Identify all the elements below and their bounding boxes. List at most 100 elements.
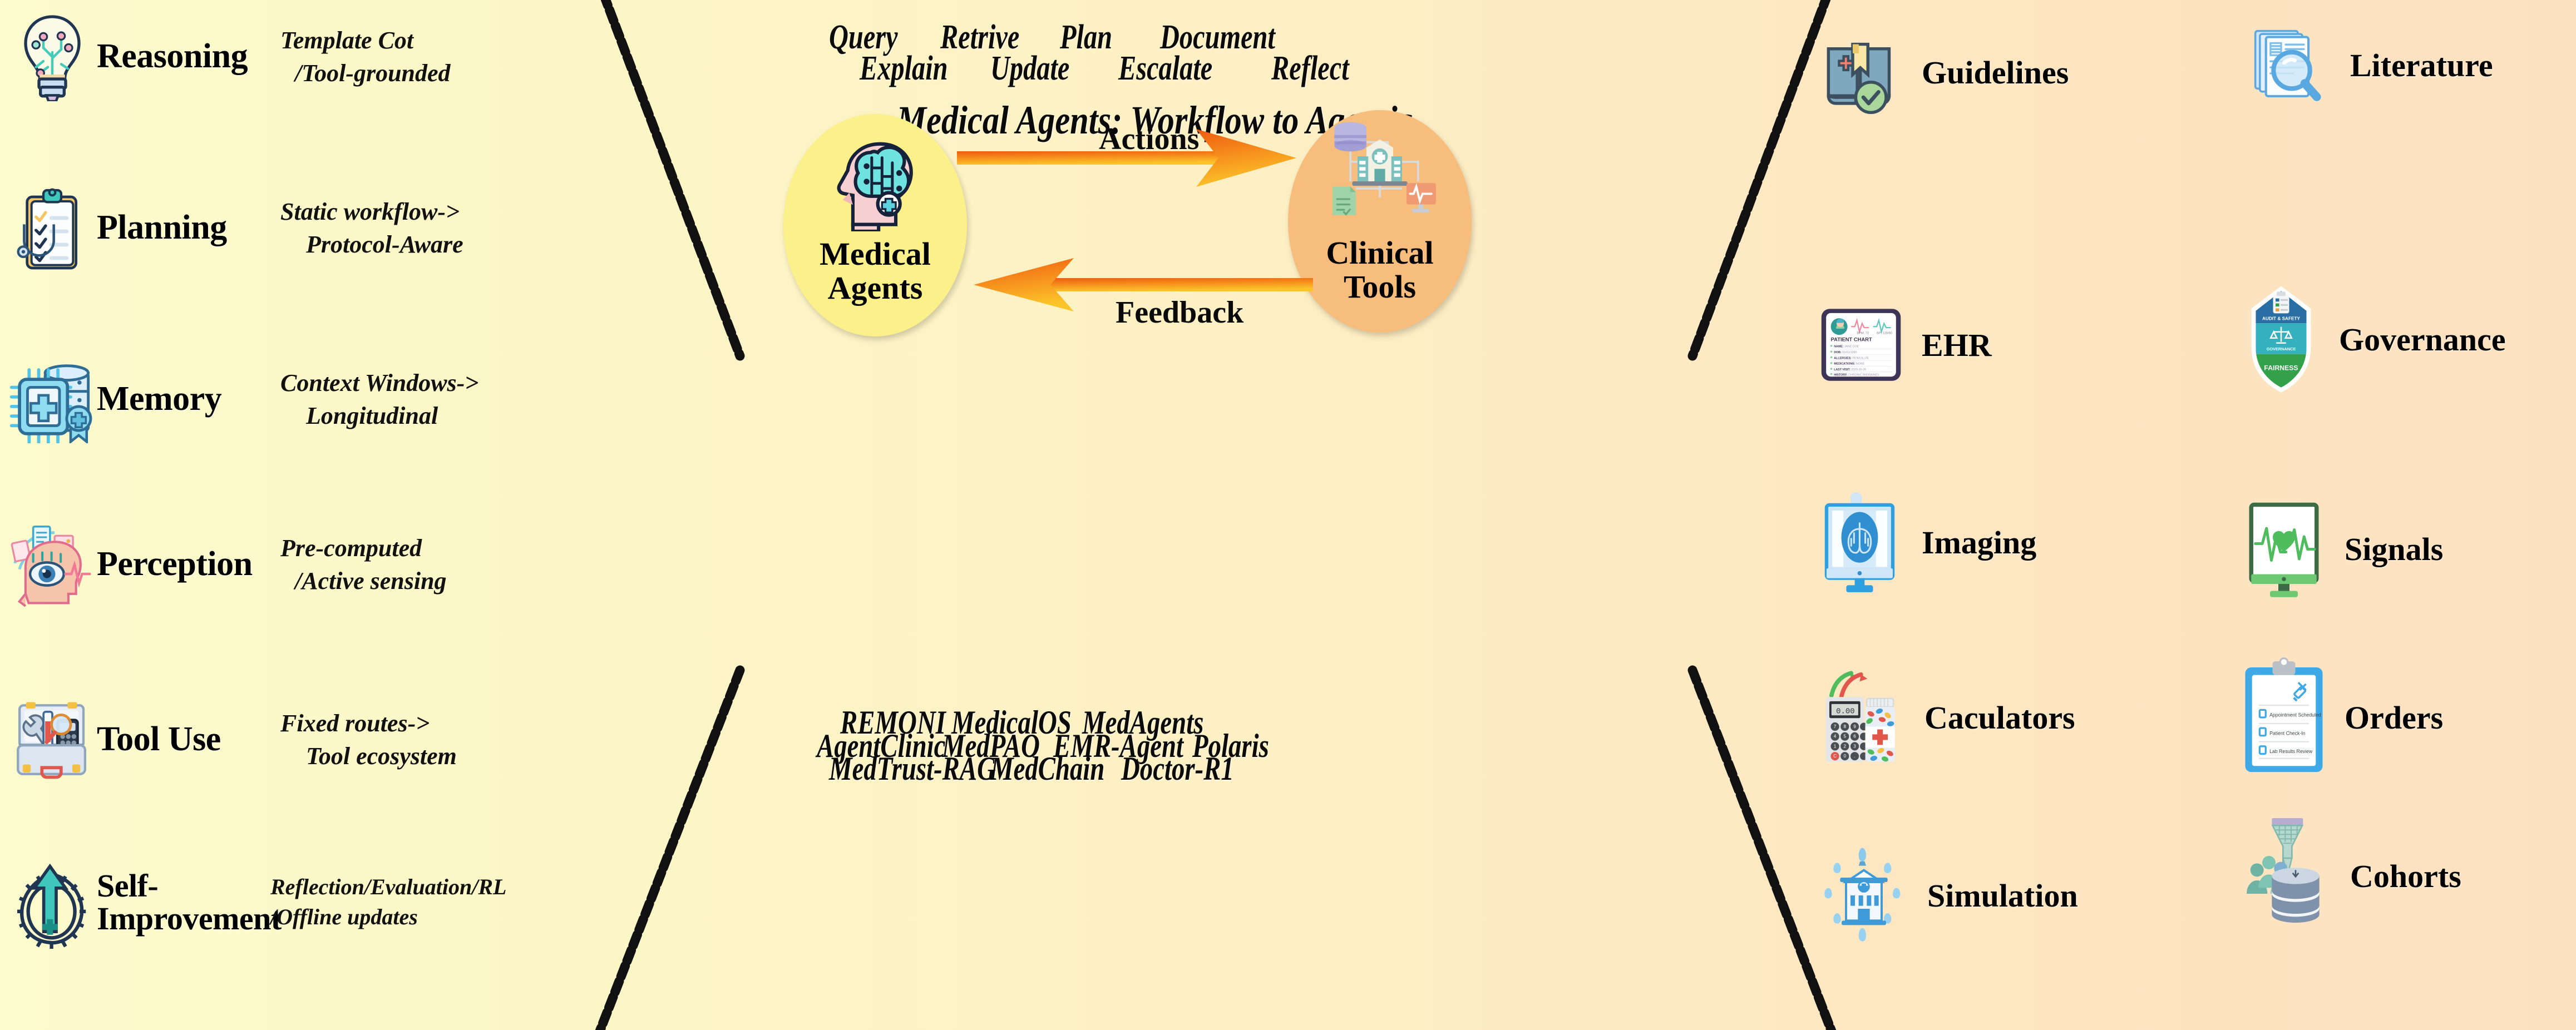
verbs-row-2: Explain Update Escalate Reflect — [860, 49, 1394, 88]
book-medical-check-icon — [1819, 31, 1903, 114]
svg-text:NAME: JANE DOE: NAME: JANE DOE — [1834, 345, 1859, 349]
svg-text:BP: 120/80: BP: 120/80 — [1877, 331, 1892, 335]
capability-name: Self- Improvement — [97, 867, 282, 937]
capability-name: Tool Use — [97, 720, 221, 759]
svg-text:8: 8 — [1844, 724, 1847, 729]
monitor-lungs-xray-icon — [1819, 489, 1903, 595]
clinical-tools-node[interactable]: Clinical Tools — [1288, 110, 1472, 333]
svg-text:2: 2 — [1844, 744, 1847, 749]
svg-text:9: 9 — [1853, 724, 1856, 729]
tool-label: Signals — [2345, 531, 2444, 567]
svg-text:5: 5 — [1844, 734, 1847, 739]
system-polaris[interactable]: Polaris — [1192, 727, 1269, 764]
svg-text:0.00: 0.00 — [1836, 707, 1854, 716]
document-magnifier-icon — [2248, 23, 2331, 107]
capability-desc: Reflection/Evaluation/RL /Offline update… — [270, 874, 507, 929]
verb-plan[interactable]: Plan — [1060, 18, 1113, 56]
tool-cell-ehr[interactable]: BPM: 72 BP: 120/80 PATIENT CHART NAME: J… — [1819, 303, 1992, 387]
svg-text:ALLERGIES: PENICILLIN: ALLERGIES: PENICILLIN — [1834, 356, 1868, 360]
svg-text:DOB: 01/01/1990: DOB: 01/01/1990 — [1834, 351, 1857, 354]
capability-row-reasoning[interactable]: Reasoning Template Cot /Tool-grounded — [8, 12, 520, 101]
svg-text:FAIRNESS: FAIRNESS — [2264, 364, 2298, 372]
verb-escalate[interactable]: Escalate — [1118, 49, 1213, 87]
node-label: Clinical Tools — [1326, 235, 1434, 305]
tool-cell-governance[interactable]: AUDIT & SAFETY GOVERNANCE FAIRNESS Gover… — [2242, 284, 2506, 395]
hospital-network-icon — [1321, 119, 1438, 230]
svg-text:PATIENT CHART: PATIENT CHART — [1831, 336, 1872, 342]
gear-up-arrow-icon — [8, 858, 97, 949]
center-column: Query Retrive Plan Document Explain Upda… — [657, 0, 1652, 1030]
svg-text:1: 1 — [1834, 744, 1837, 749]
people-database-funnel-icon — [2242, 815, 2331, 937]
capability-desc: Fixed routes-> Tool ecosystem — [280, 709, 457, 770]
lightbulb-circuit-icon — [8, 12, 97, 101]
patient-chart-card-icon: BPM: 72 BP: 120/80 PATIENT CHART NAME: J… — [1819, 303, 1903, 387]
capability-desc: Static workflow-> Protocol-Aware — [280, 197, 463, 258]
system-doctor-r1[interactable]: Doctor-R1 — [1121, 750, 1234, 787]
svg-text:LAST VISIT: 2023-10-26: LAST VISIT: 2023-10-26 — [1834, 368, 1866, 372]
tool-label: Literature — [2350, 47, 2493, 83]
verbs-row-1: Query Retrive Plan Document — [829, 18, 1327, 57]
capability-name: Perception — [97, 545, 253, 583]
verb-explain[interactable]: Explain — [860, 49, 948, 87]
medical-toolbox-icon — [8, 695, 97, 784]
capability-desc: Context Windows-> Longitudinal — [280, 369, 479, 429]
tool-cell-guidelines[interactable]: Guidelines — [1819, 31, 2069, 114]
node-label: Medical Agents — [820, 236, 931, 306]
system-medagents[interactable]: MedAgents — [1082, 704, 1204, 741]
verb-reflect[interactable]: Reflect — [1271, 49, 1349, 87]
database-chip-medal-icon — [8, 355, 97, 444]
svg-text:Patient Check-In: Patient Check-In — [2269, 730, 2306, 736]
medical-agents-node[interactable]: Medical Agents — [783, 114, 967, 336]
svg-text:C: C — [1833, 754, 1837, 759]
hospital-simulation-icon — [1819, 843, 1908, 948]
tool-cell-signals[interactable]: Signals — [2242, 501, 2443, 598]
svg-text:BPM: 72: BPM: 72 — [1857, 331, 1869, 335]
system-medpao[interactable]: MedPAO — [942, 727, 1040, 764]
verb-retrive[interactable]: Retrive — [940, 18, 1020, 56]
systems-row-1: REMONI MedicalOS MedAgents — [840, 704, 1227, 742]
svg-text:Lab Results Review: Lab Results Review — [2269, 749, 2313, 754]
tool-label: Governance — [2339, 321, 2506, 358]
verb-update[interactable]: Update — [990, 49, 1070, 87]
tool-label: Simulation — [1927, 877, 2078, 914]
capability-row-self-improvement[interactable]: Self- Improvement Reflection/Evaluation/… — [8, 858, 526, 949]
system-medtrust-rag[interactable]: MedTrust-RAG — [829, 750, 996, 787]
capability-desc: Pre-computed /Active sensing — [280, 534, 447, 595]
governance-shield-icon: AUDIT & SAFETY GOVERNANCE FAIRNESS — [2242, 284, 2320, 395]
tool-label: Caculators — [1924, 699, 2075, 736]
feedback-label: Feedback — [1116, 295, 1244, 330]
tool-label: EHR — [1922, 326, 1992, 363]
system-medicalos[interactable]: MedicalOS — [951, 704, 1072, 741]
system-medchain[interactable]: MedChain — [990, 750, 1105, 787]
capabilities-column: Reasoning Template Cot /Tool-grounded — [0, 0, 657, 1030]
svg-text:3: 3 — [1853, 744, 1856, 749]
systems-row-3: MedTrust-RAG MedChain Doctor-R1 — [829, 750, 1260, 788]
tool-cell-simulation[interactable]: Simulation — [1819, 843, 2078, 948]
flow-arrows — [957, 129, 1313, 311]
capability-row-planning[interactable]: Planning Static workflow-> Protocol-Awar… — [8, 184, 520, 273]
tool-label: Guidelines — [1922, 54, 2069, 91]
verb-query[interactable]: Query — [829, 18, 898, 56]
svg-text:6: 6 — [1853, 734, 1856, 739]
capability-name: Planning — [97, 209, 227, 247]
tool-cell-orders[interactable]: Appointment Scheduled Patient Check-In L… — [2242, 656, 2443, 779]
clipboard-checklist-stethoscope-icon — [8, 184, 97, 273]
svg-text:.: . — [1854, 754, 1855, 759]
capability-row-tool-use[interactable]: Tool Use Fixed routes-> Tool ecosystem — [8, 695, 520, 784]
capability-desc: Template Cot /Tool-grounded — [280, 26, 451, 87]
head-brain-ai-icon — [822, 128, 928, 234]
tool-cell-imaging[interactable]: Imaging — [1819, 489, 2036, 595]
tool-cell-cohorts[interactable]: Cohorts — [2242, 815, 2461, 937]
actions-label: Actions — [1099, 122, 1200, 156]
head-eye-perception-icon — [8, 520, 97, 609]
capability-name: Memory — [97, 380, 222, 418]
tool-cell-literature[interactable]: Literature — [2248, 23, 2493, 107]
capability-row-perception[interactable]: Perception Pre-computed /Active sensing — [8, 520, 520, 609]
verb-document[interactable]: Document — [1160, 18, 1275, 56]
tool-label: Imaging — [1922, 524, 2037, 561]
svg-text:0: 0 — [1844, 754, 1847, 759]
capability-row-memory[interactable]: Memory Context Windows-> Longitudinal — [8, 355, 520, 444]
